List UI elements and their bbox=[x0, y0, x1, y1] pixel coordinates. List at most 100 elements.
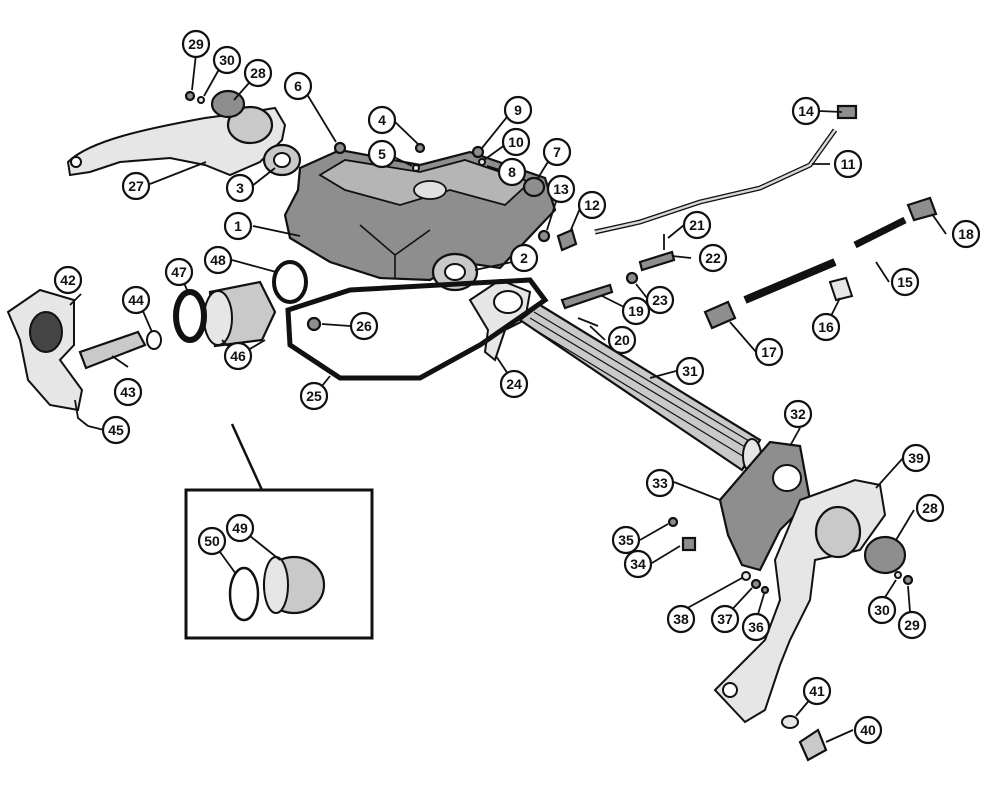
callout-c44: 44 bbox=[121, 285, 151, 315]
part-bolt-right bbox=[902, 574, 914, 586]
detail-inset bbox=[184, 423, 374, 640]
callout-circle bbox=[181, 29, 211, 59]
callout-number: 50 bbox=[204, 533, 220, 549]
callout-circle bbox=[367, 139, 397, 169]
callout-number: 5 bbox=[378, 146, 386, 162]
callout-number: 20 bbox=[614, 332, 630, 348]
part-pin bbox=[74, 399, 89, 427]
callout-c24: 24 bbox=[499, 369, 529, 399]
callout-circle bbox=[113, 377, 143, 407]
callout-circle bbox=[223, 341, 253, 371]
part-seal-ring bbox=[272, 260, 308, 304]
callout-number: 18 bbox=[958, 226, 974, 242]
callout-c30b: 30 bbox=[867, 595, 897, 625]
part-bolt-bottom bbox=[798, 728, 828, 762]
callout-number: 26 bbox=[356, 318, 372, 334]
callout-circle bbox=[682, 210, 712, 240]
callout-number: 34 bbox=[630, 556, 646, 572]
callout-circle bbox=[621, 296, 651, 326]
callout-number: 16 bbox=[818, 319, 834, 335]
part-plug-6 bbox=[333, 141, 347, 155]
callout-number: 29 bbox=[904, 617, 920, 633]
callout-number: 29 bbox=[188, 36, 204, 52]
callout-c40: 40 bbox=[853, 715, 883, 745]
callout-c16: 16 bbox=[811, 312, 841, 342]
callout-circle bbox=[951, 219, 981, 249]
callout-number: 25 bbox=[306, 388, 322, 404]
callout-circle bbox=[501, 127, 531, 157]
callout-c23: 23 bbox=[645, 285, 675, 315]
callout-c14: 14 bbox=[791, 96, 821, 126]
callout-circle bbox=[546, 174, 576, 204]
part-link-22 bbox=[638, 250, 676, 272]
bushing-bore bbox=[273, 152, 291, 168]
part-fitting-13 bbox=[537, 229, 551, 243]
cylinder-arm-bore bbox=[29, 311, 63, 353]
callout-c34: 34 bbox=[623, 549, 653, 579]
callout-circle bbox=[197, 526, 227, 556]
piston-detail-face bbox=[263, 556, 289, 614]
callout-circle bbox=[853, 715, 883, 745]
housing-boss bbox=[413, 180, 447, 200]
part-screw-35 bbox=[667, 516, 679, 528]
callout-circle bbox=[349, 311, 379, 341]
shaft-splines bbox=[526, 311, 755, 459]
callout-number: 41 bbox=[809, 683, 825, 699]
callout-circle bbox=[212, 45, 242, 75]
part-plug-9 bbox=[471, 145, 485, 159]
callout-circle bbox=[283, 71, 313, 101]
callout-circle bbox=[223, 211, 253, 241]
part-long-tube bbox=[743, 258, 837, 304]
callout-circle bbox=[509, 243, 539, 273]
parts-illustration bbox=[6, 89, 938, 762]
callout-circle bbox=[698, 243, 728, 273]
bushing-right-bore bbox=[444, 263, 466, 281]
callout-number: 42 bbox=[60, 272, 76, 288]
callout-circle bbox=[225, 513, 255, 543]
callout-number: 30 bbox=[219, 52, 235, 68]
callout-c8: 8 bbox=[497, 157, 527, 187]
piston-face bbox=[203, 290, 233, 346]
callout-c35: 35 bbox=[611, 525, 641, 555]
callout-circle bbox=[802, 676, 832, 706]
callout-c17: 17 bbox=[754, 337, 784, 367]
callout-circle bbox=[101, 415, 131, 445]
callout-c13: 13 bbox=[546, 174, 576, 204]
callout-c41: 41 bbox=[802, 676, 832, 706]
callout-number: 35 bbox=[618, 532, 634, 548]
callout-number: 6 bbox=[294, 78, 302, 94]
callout-number: 39 bbox=[908, 450, 924, 466]
callout-number: 48 bbox=[210, 252, 226, 268]
callout-c29b: 29 bbox=[897, 610, 927, 640]
part-washer-bottom bbox=[781, 715, 799, 729]
callout-circle bbox=[121, 171, 151, 201]
part-ring-detail-50 bbox=[228, 566, 260, 622]
callout-number: 13 bbox=[553, 181, 569, 197]
callout-number: 22 bbox=[705, 250, 721, 266]
callout-c28a: 28 bbox=[243, 58, 273, 88]
housing-rib bbox=[359, 224, 431, 278]
arm-pin-hole-right bbox=[722, 682, 738, 698]
callout-number: 47 bbox=[171, 264, 187, 280]
callout-c29a: 29 bbox=[181, 29, 211, 59]
part-o-ring bbox=[146, 330, 162, 350]
callout-circle bbox=[53, 265, 83, 295]
part-ball-23 bbox=[625, 271, 639, 285]
callout-c37: 37 bbox=[710, 604, 740, 634]
callout-c18: 18 bbox=[951, 219, 981, 249]
callout-c38: 38 bbox=[666, 604, 696, 634]
callout-circle bbox=[164, 257, 194, 287]
part-block bbox=[681, 536, 697, 552]
callout-number: 2 bbox=[520, 250, 528, 266]
bracket-hole bbox=[493, 290, 523, 314]
callout-c10: 10 bbox=[501, 127, 531, 157]
callout-number: 9 bbox=[514, 102, 522, 118]
callout-number: 28 bbox=[250, 65, 266, 81]
part-link-19 bbox=[560, 283, 614, 310]
callout-number: 21 bbox=[689, 217, 705, 233]
callout-number: 46 bbox=[230, 348, 246, 364]
arm-pin-hole-left bbox=[70, 156, 82, 168]
callout-c50: 50 bbox=[197, 526, 227, 556]
callout-number: 8 bbox=[508, 164, 516, 180]
